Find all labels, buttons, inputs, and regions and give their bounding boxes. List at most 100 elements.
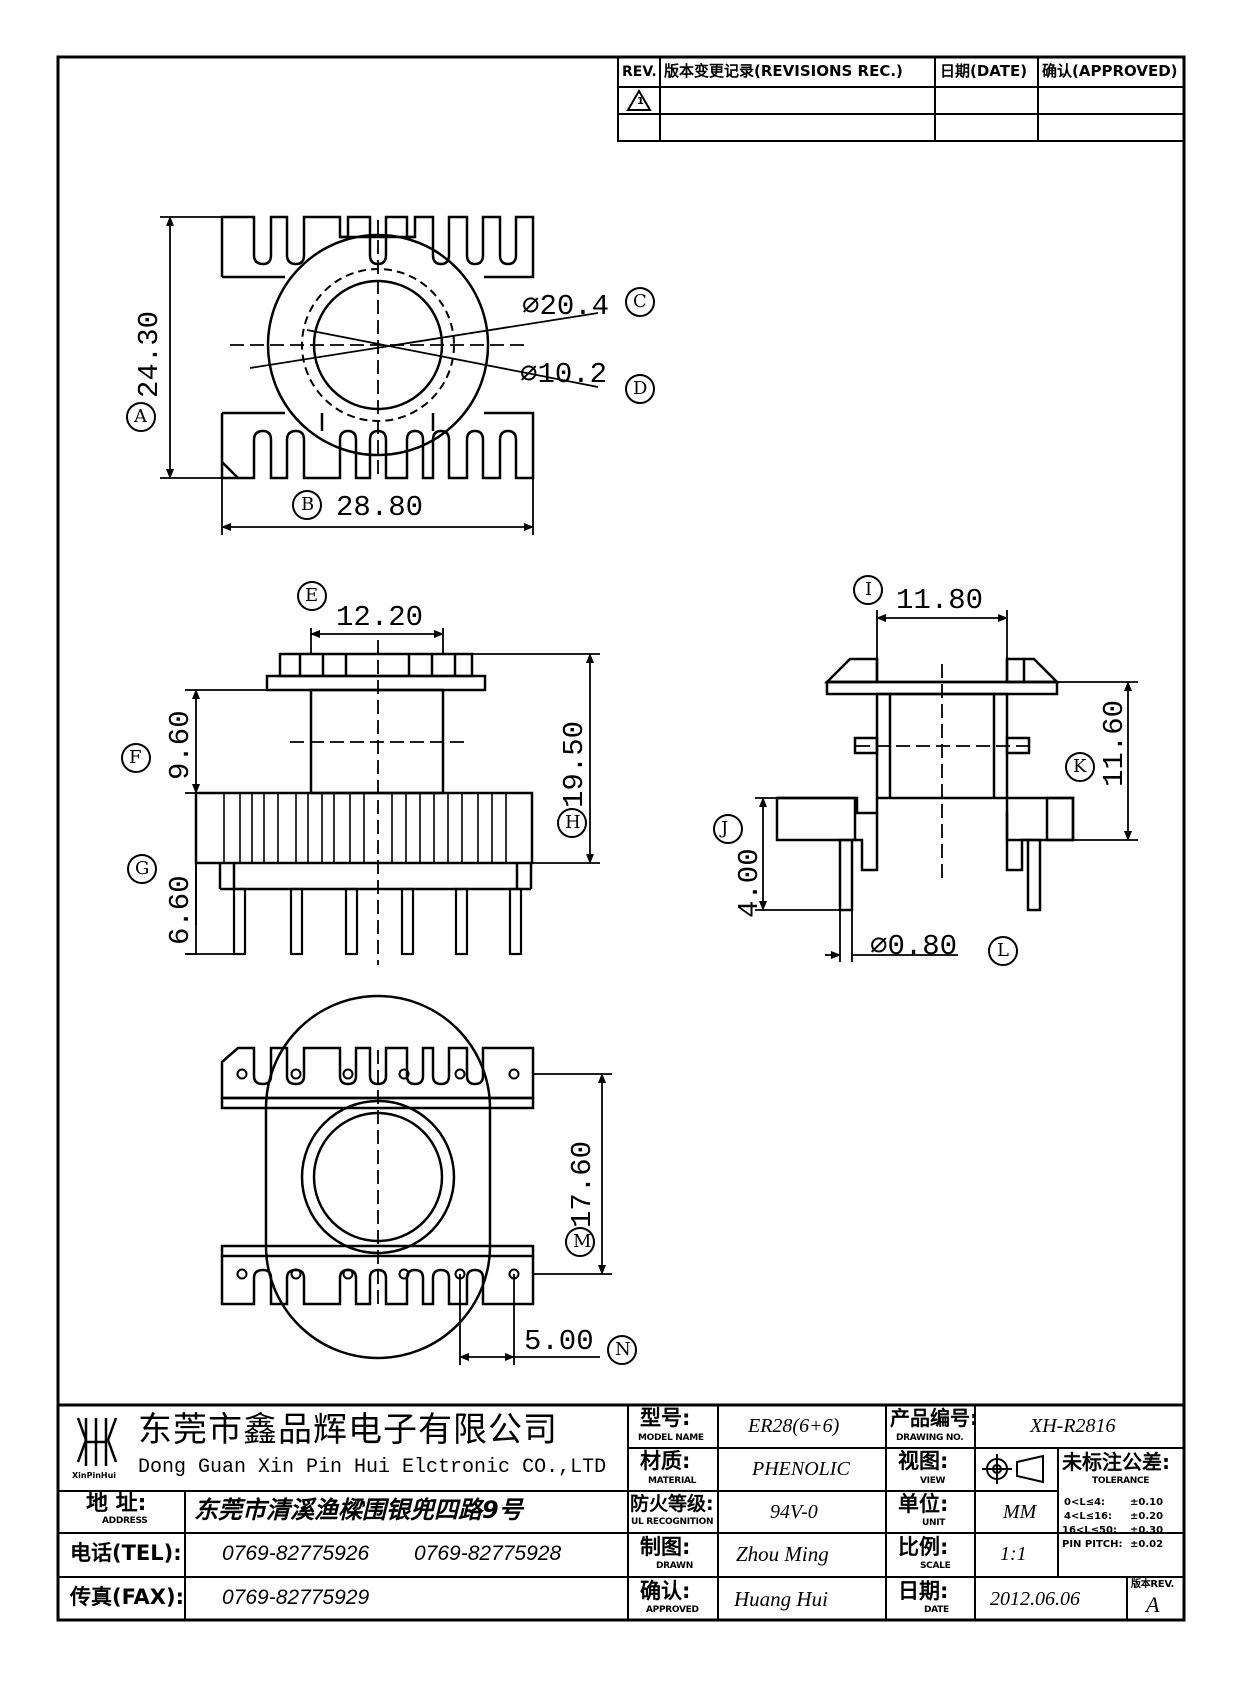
approved-header: 确认(APPROVED) <box>1042 62 1178 80</box>
rev-header: REV. <box>622 64 657 80</box>
front-view-centerlines <box>290 640 470 965</box>
dim-b-value: 28.80 <box>336 491 424 524</box>
material-label: 材质: <box>640 1449 691 1473</box>
date-value: 2012.06.06 <box>990 1588 1080 1610</box>
company-name-en: Dong Guan Xin Pin Hui Elctronic CO.,LTD <box>138 1456 607 1479</box>
top-view-dim-lines <box>160 216 599 535</box>
projection-symbol-icon <box>982 1454 1044 1484</box>
tolerance-label: 未标注公差: <box>1062 1450 1170 1474</box>
bottom-view-holes <box>236 1068 520 1280</box>
model-sub: MODEL NAME <box>638 1433 704 1443</box>
drawn-sub: DRAWN <box>656 1561 693 1571</box>
callout-c-label: C <box>633 291 647 312</box>
dim-k-value: 11.60 <box>1098 699 1131 787</box>
callout-g-label: G <box>135 858 150 879</box>
tolerance-range-2: 4<L≤16: <box>1064 1511 1113 1522</box>
callout-h-circle <box>557 808 587 838</box>
scale-label: 比例: <box>898 1535 949 1559</box>
ul-value: 94V-0 <box>770 1501 818 1523</box>
front-view-ribs <box>223 793 507 863</box>
side-view <box>775 657 1075 912</box>
logo-caption: XinPinHui <box>72 1471 117 1480</box>
callout-d-label: D <box>633 378 648 399</box>
sheet-border <box>56 55 1186 1622</box>
model-label: 型号: <box>640 1406 691 1430</box>
tolerance-value-3: ±0.30 <box>1130 1525 1164 1536</box>
callout-b-circle <box>292 490 322 520</box>
bottom-view-dim-lines <box>459 1073 612 1365</box>
tel-value-1: 0769-82775926 <box>222 1542 370 1565</box>
rev-label: 版本REV. <box>1131 1579 1174 1590</box>
dim-m-value: 17.60 <box>566 1140 599 1228</box>
date-sub: DATE <box>924 1605 949 1615</box>
revision-table-grid <box>617 56 1185 142</box>
approved-sub: APPROVED <box>646 1605 699 1615</box>
revisions-header: 版本变更记录(REVISIONS REC.) <box>664 62 903 80</box>
company-logo-icon <box>76 1417 118 1466</box>
tolerance-range-3: 16<L≤50: <box>1062 1525 1117 1536</box>
callout-m-label: M <box>573 1231 592 1252</box>
dim-a-value: 24.30 <box>133 310 166 398</box>
tolerance-range-1: 0<L≤4: <box>1064 1497 1106 1508</box>
unit-value: MM <box>1003 1501 1037 1523</box>
dim-f-value: 9.60 <box>164 710 197 780</box>
scale-sub: SCALE <box>920 1561 951 1571</box>
callout-f-circle <box>121 743 151 773</box>
approved-value: Huang Hui <box>734 1587 828 1611</box>
callout-l-label: L <box>997 940 1009 961</box>
callout-i-label: I <box>865 579 873 600</box>
material-value: PHENOLIC <box>752 1458 850 1480</box>
tolerance-range-4: PIN PITCH: <box>1062 1539 1123 1550</box>
drawing-no-label: 产品编号: <box>890 1406 978 1430</box>
view-label: 视图: <box>898 1449 949 1473</box>
dim-n-value: 5.00 <box>524 1325 594 1358</box>
dim-e-value: 12.20 <box>336 601 424 634</box>
date-header: 日期(DATE) <box>940 62 1028 80</box>
callout-c-circle <box>625 287 655 317</box>
unit-sub: UNIT <box>922 1518 946 1528</box>
callout-circles <box>121 287 1095 1365</box>
callout-d-circle <box>625 374 655 404</box>
title-block-grid <box>58 1403 1184 1620</box>
fax-label: 传真(FAX): <box>70 1585 184 1609</box>
tel-label: 电话(TEL): <box>70 1541 182 1565</box>
company-name-cn: 东莞市鑫品辉电子有限公司 <box>138 1410 558 1450</box>
revision-triangle-icon <box>626 89 652 111</box>
tolerance-sub: TOLERANCE <box>1092 1476 1150 1486</box>
callout-b-label: B <box>301 494 315 515</box>
dim-g-value: 6.60 <box>164 875 197 945</box>
tolerance-value-4: ±0.02 <box>1130 1539 1164 1550</box>
callout-n-circle <box>607 1335 637 1365</box>
tolerance-value-2: ±0.20 <box>1130 1511 1164 1522</box>
drawn-value: Zhou Ming <box>736 1542 829 1566</box>
callout-g-circle <box>127 854 157 884</box>
scale-value: 1:1 <box>1000 1543 1027 1565</box>
dim-c-value: ⌀20.4 <box>522 290 610 323</box>
callout-n-label: N <box>615 1339 631 1360</box>
model-value: ER28(6+6) <box>748 1415 840 1437</box>
top-view-centerlines <box>230 220 525 480</box>
rev-value: A <box>1146 1592 1160 1617</box>
callout-l-circle <box>988 936 1018 966</box>
date-label: 日期: <box>898 1579 949 1603</box>
callout-a-label: A <box>134 406 147 427</box>
fax-value: 0769-82775929 <box>222 1586 370 1609</box>
front-view-pins <box>232 887 523 956</box>
callout-j-label: J <box>721 818 729 839</box>
callout-i-circle <box>853 575 883 605</box>
address-label: 地 址: <box>86 1491 147 1516</box>
callout-a-circle <box>126 402 156 432</box>
dim-i-value: 11.80 <box>896 584 984 617</box>
ul-label: 防火等级: <box>630 1493 714 1515</box>
unit-label: 单位: <box>898 1492 949 1516</box>
front-view-dim-lines <box>185 628 600 955</box>
tel-value-2: 0769-82775928 <box>414 1542 562 1565</box>
dim-h-value: 19.50 <box>558 720 591 808</box>
side-view-centerlines <box>856 664 1030 880</box>
callout-e-circle <box>297 581 327 611</box>
drawing-no-sub: DRAWING NO. <box>896 1433 964 1443</box>
drawing-no-value: XH-R2816 <box>1030 1415 1116 1437</box>
callout-j-circle <box>713 814 743 844</box>
callout-e-label: E <box>305 585 319 606</box>
callout-f-label: F <box>129 747 142 768</box>
